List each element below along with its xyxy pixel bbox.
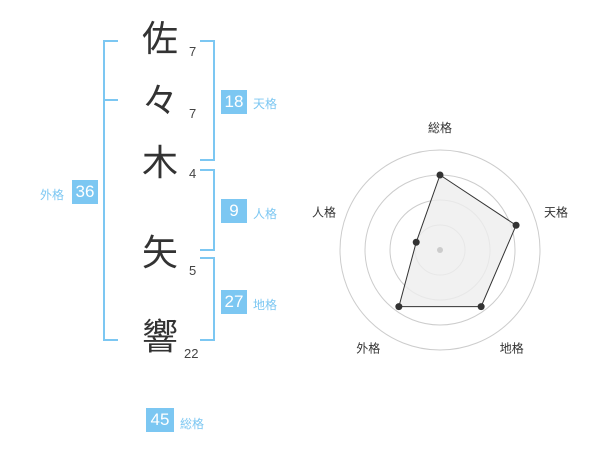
jinkaku-value: 9 xyxy=(221,199,247,223)
jinkaku-bracket xyxy=(200,169,215,251)
stroke-count-3: 4 xyxy=(189,166,197,181)
tenkaku-label: 天格 xyxy=(253,97,278,111)
radar-ring-4 xyxy=(339,149,541,351)
name-char-1: 佐 xyxy=(141,19,178,60)
radar-polygon xyxy=(398,174,517,308)
tenkaku-bracket xyxy=(200,40,215,161)
tenkaku-value: 18 xyxy=(221,90,247,114)
soukaku-value: 45 xyxy=(146,408,174,432)
radar-points xyxy=(395,171,520,311)
name-char-5: 響 xyxy=(141,317,178,358)
stroke-count-5: 22 xyxy=(184,346,199,361)
radar-point-4 xyxy=(395,303,403,311)
radar-point-3 xyxy=(477,303,485,311)
radar-axis-label-4: 外格 xyxy=(356,341,380,356)
stroke-count-1: 7 xyxy=(189,44,197,59)
radar-center-dot xyxy=(437,247,443,253)
chikaku-bracket xyxy=(200,257,215,341)
radar-axis-label-2: 天格 xyxy=(544,204,568,219)
gaikaku-value: 36 xyxy=(72,180,98,204)
chikaku-value: 27 xyxy=(221,290,247,314)
name-char-4: 矢 xyxy=(141,233,178,274)
gaikaku-bracket xyxy=(103,40,118,341)
soukaku-label: 総格 xyxy=(180,417,205,431)
gaikaku-label: 外格 xyxy=(40,188,65,202)
name-char-3: 木 xyxy=(141,143,178,184)
radar-point-5 xyxy=(412,238,420,246)
radar-point-1 xyxy=(436,171,444,179)
jinkaku-label: 人格 xyxy=(253,207,278,221)
radar-axis-label-1: 総格 xyxy=(428,120,452,135)
stroke-count-2: 7 xyxy=(189,106,197,121)
radar-axis-label-5: 人格 xyxy=(312,204,336,219)
stroke-count-4: 5 xyxy=(189,263,197,278)
name-char-2: 々 xyxy=(141,81,178,122)
radar-point-2 xyxy=(512,221,520,229)
chikaku-label: 地格 xyxy=(253,298,278,312)
radar-axis-label-3: 地格 xyxy=(500,341,524,356)
